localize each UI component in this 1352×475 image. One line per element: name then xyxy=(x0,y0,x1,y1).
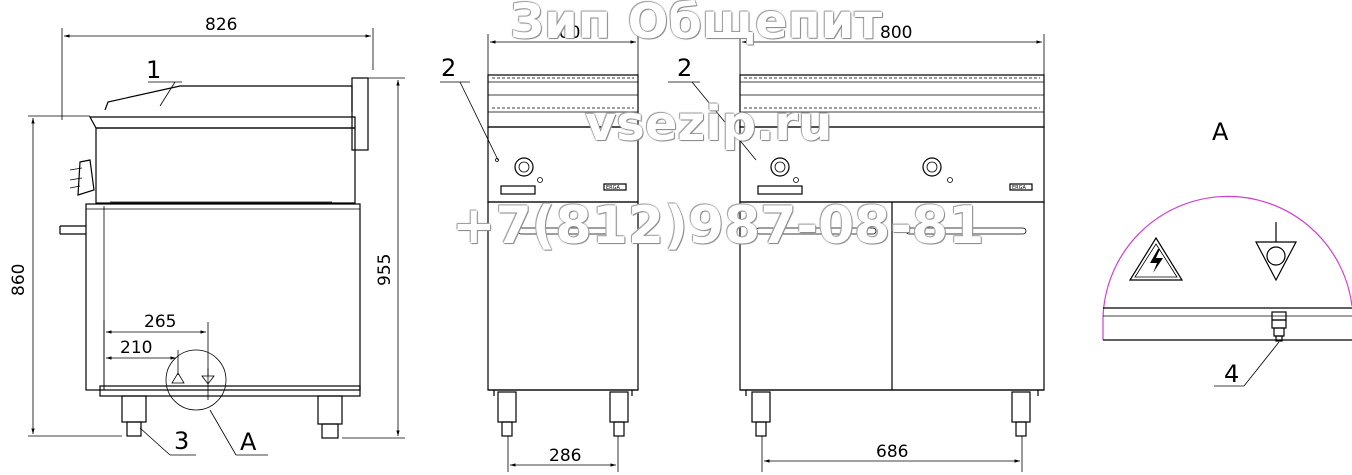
callout-2-narrow: 2 xyxy=(441,54,456,82)
callout-2-wide: 2 xyxy=(677,54,692,82)
watermark-line-3: +7(812)987-08-81 xyxy=(452,196,985,256)
ground-bolt xyxy=(1271,311,1287,342)
brand-badge-narrow: ERGA xyxy=(606,185,621,191)
dim-narrow-width: 400 xyxy=(548,23,580,43)
side-view: 826 860 955 xyxy=(9,15,405,456)
ground-mini-icon xyxy=(201,368,215,385)
dim-side-265: 265 xyxy=(144,312,176,332)
dim-side-height-955: 955 xyxy=(375,254,395,286)
front-view-narrow: 400 ERGA 286 2 xyxy=(440,23,639,472)
watermark-line-2: vsezip.ru xyxy=(585,96,833,152)
dim-wide-feet: 686 xyxy=(876,442,908,462)
callout-A: A xyxy=(240,428,257,456)
detail-a: A 4 xyxy=(1102,118,1352,388)
equipotential-ground-icon xyxy=(1255,222,1297,282)
dim-narrow-feet: 286 xyxy=(549,446,581,466)
callout-3: 3 xyxy=(174,427,189,455)
detail-title: A xyxy=(1212,118,1229,146)
dim-side-height-860: 860 xyxy=(9,264,29,296)
electric-hazard-icon xyxy=(1128,236,1184,281)
brand-badge-wide: ERGA xyxy=(1012,185,1027,191)
dim-wide-width: 800 xyxy=(880,23,912,43)
watermark-line-1: Зип Общепит xyxy=(510,0,883,50)
hazard-mini-icon xyxy=(171,372,185,384)
callout-4: 4 xyxy=(1224,360,1239,388)
callout-1: 1 xyxy=(146,56,161,84)
dim-side-width: 826 xyxy=(205,15,237,35)
dim-side-210: 210 xyxy=(120,338,152,358)
front-view-wide: 800 ERGA 686 2 xyxy=(668,23,1045,472)
